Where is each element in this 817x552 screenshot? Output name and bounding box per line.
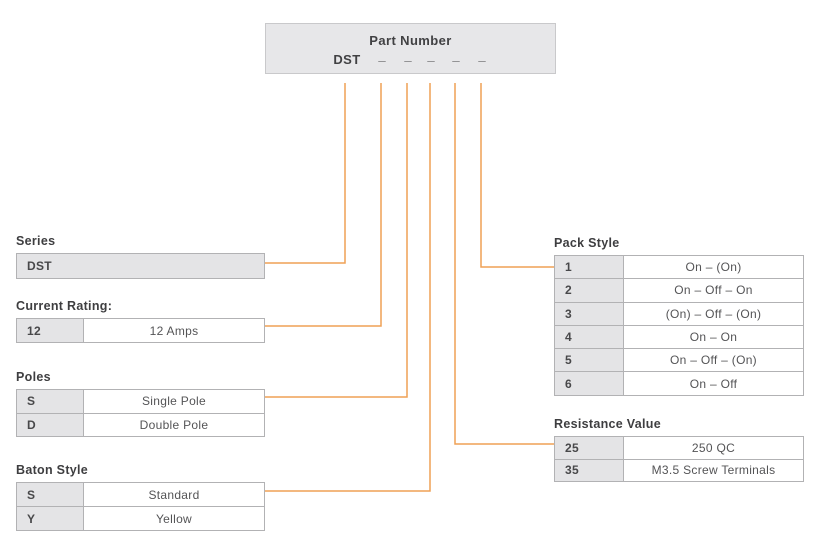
table-row: 1 On – (On): [555, 256, 803, 279]
part-number-blank: _: [404, 48, 412, 63]
row-code: 3: [555, 302, 624, 325]
row-code: 12: [17, 319, 84, 342]
series-table: Series DST: [16, 234, 265, 279]
row-code: 35: [555, 459, 624, 481]
table-row: S Standard: [17, 483, 264, 506]
table-row: 35 M3.5 Screw Terminals: [555, 458, 803, 481]
row-code: 6: [555, 372, 624, 395]
current-rating-table: Current Rating: 12 12 Amps: [16, 299, 265, 343]
part-number-title: Part Number: [369, 33, 452, 48]
connector-poles: [265, 83, 408, 398]
poles-table: Poles S Single Pole D Double Pole: [16, 370, 265, 437]
row-value: On – Off – On: [624, 279, 803, 302]
table-row: 5 On – Off – (On): [555, 348, 803, 372]
row-code: Y: [17, 507, 84, 530]
resistance-value-label: Resistance Value: [554, 417, 661, 431]
table-row: 2 On – Off – On: [555, 278, 803, 302]
pack-style-table: Pack Style 1 On – (On) 2 On – Off – On 3…: [554, 236, 804, 396]
table-row: D Double Pole: [17, 412, 264, 436]
part-number-blank: _: [427, 48, 435, 63]
row-code: 4: [555, 325, 624, 349]
row-value: On – Off: [624, 372, 803, 395]
row-value: M3.5 Screw Terminals: [624, 459, 803, 481]
resistance-value-table: Resistance Value 25 250 QC 35 M3.5 Screw…: [554, 417, 804, 482]
row-code: 5: [555, 349, 624, 372]
row-value: On – (On): [624, 256, 803, 279]
row-code: 2: [555, 279, 624, 302]
row-value: On – Off – (On): [624, 349, 803, 372]
connector-resistance-value: [454, 83, 554, 445]
part-number-blank: _: [452, 48, 460, 63]
table-row: DST: [17, 254, 264, 278]
table-row: 4 On – On: [555, 324, 803, 349]
part-number-box: Part Number DST _ _ _ _ _: [265, 23, 556, 74]
table-row: S Single Pole: [17, 390, 264, 413]
row-code: S: [17, 390, 84, 413]
resistance-value-rows: 25 250 QC 35 M3.5 Screw Terminals: [554, 436, 804, 482]
pack-style-label: Pack Style: [554, 236, 620, 250]
row-value: Double Pole: [84, 413, 264, 436]
baton-style-label: Baton Style: [16, 463, 89, 477]
connector-series: [265, 83, 346, 264]
table-row: 12 12 Amps: [17, 319, 264, 342]
pack-style-rows: 1 On – (On) 2 On – Off – On 3 (On) – Off…: [554, 255, 804, 396]
row-value: Single Pole: [84, 390, 264, 413]
row-code: S: [17, 483, 84, 506]
baton-style-rows: S Standard Y Yellow: [16, 482, 265, 531]
row-code: DST: [17, 254, 264, 278]
row-value: On – On: [624, 325, 803, 349]
row-code: D: [17, 413, 84, 436]
part-number-prefix: DST: [333, 52, 361, 67]
baton-style-table: Baton Style S Standard Y Yellow: [16, 463, 265, 531]
row-value: Yellow: [84, 507, 264, 530]
current-rating-label: Current Rating:: [16, 299, 113, 313]
table-row: 6 On – Off: [555, 371, 803, 395]
series-label: Series: [16, 234, 56, 248]
table-row: Y Yellow: [17, 506, 264, 530]
row-value: (On) – Off – (On): [624, 302, 803, 325]
row-value: 250 QC: [624, 437, 803, 459]
table-row: 3 (On) – Off – (On): [555, 301, 803, 325]
connector-pack-style: [480, 83, 554, 268]
part-number-blank: _: [378, 48, 386, 63]
table-row: 25 250 QC: [555, 437, 803, 459]
current-rating-rows: 12 12 Amps: [16, 318, 265, 343]
row-value: 12 Amps: [84, 319, 264, 342]
row-value: Standard: [84, 483, 264, 506]
poles-label: Poles: [16, 370, 51, 384]
connector-current-rating: [265, 83, 382, 327]
connector-baton-style: [265, 83, 431, 492]
part-number-blank: _: [478, 48, 486, 63]
row-code: 1: [555, 256, 624, 279]
poles-rows: S Single Pole D Double Pole: [16, 389, 265, 437]
series-rows: DST: [16, 253, 265, 279]
row-code: 25: [555, 437, 624, 459]
